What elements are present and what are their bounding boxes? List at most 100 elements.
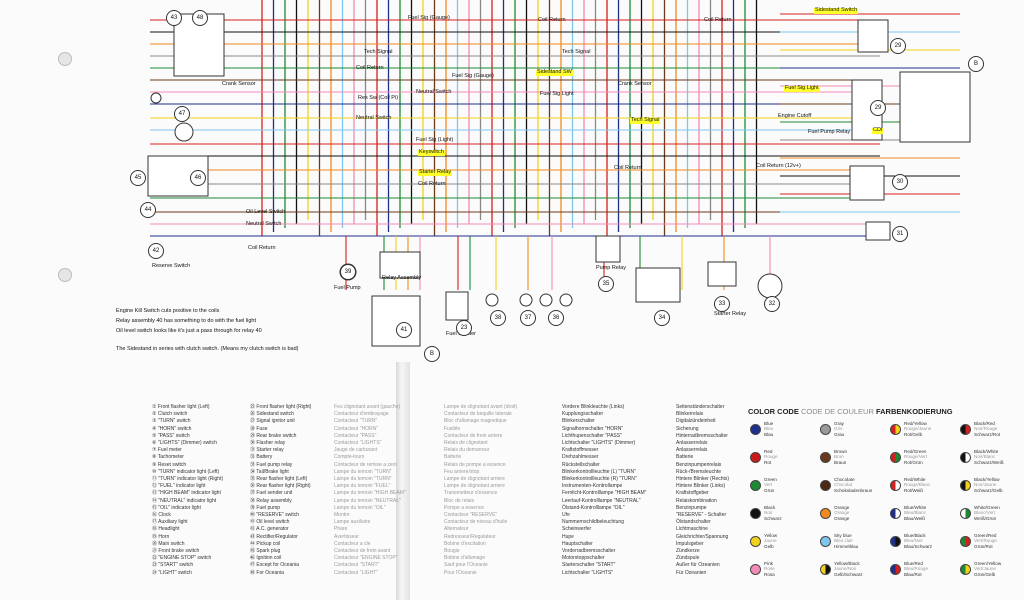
legend-item: Pour l'Oceanie — [444, 569, 477, 576]
color-swatch — [890, 536, 901, 547]
color-swatch-label: Blau/Rot — [904, 571, 922, 577]
color-swatch-label: Schwarz/Rot — [974, 431, 1001, 437]
legend-item: Relais de clignotant — [444, 440, 488, 447]
legend-item: Avertisseur — [334, 533, 359, 540]
legend-item: Anlasserrelais — [676, 447, 708, 454]
color-swatch-label: Jaune — [764, 538, 777, 544]
component-number: 46 — [190, 170, 206, 186]
color-swatch-label: Black/Red — [974, 421, 995, 426]
color-swatch — [890, 452, 901, 463]
component-number: 41 — [396, 322, 412, 338]
color-swatch-label: Green/Red — [974, 533, 997, 538]
legend-item: Gleichrichter/Spannung — [676, 533, 729, 540]
legend-item: Außer für Ozeanien — [676, 562, 720, 569]
color-swatch-label: Blue/Black — [904, 533, 926, 538]
color-swatch-label: Braun — [834, 459, 847, 465]
wire-label: Relay Assembly — [382, 275, 422, 281]
color-swatch-label: Grün/Gelb — [974, 571, 996, 577]
color-swatch-label: Grün/Rot — [974, 543, 993, 549]
legend-item: ⑤ "PASS" switch — [152, 432, 190, 439]
color-swatch-label: Rose — [764, 566, 775, 572]
legend-item: ㉞ Tail/Brake light — [250, 468, 289, 475]
legend-item: Transmetteur d'essence — [444, 490, 498, 497]
legend-item: Lampe de clignotant arriere — [444, 476, 505, 483]
legend-item: ㉓ "START" switch — [152, 562, 194, 569]
color-swatch-label: Schwarz — [764, 515, 782, 521]
color-swatch-label: Blue/Red — [904, 561, 923, 566]
color-swatch — [750, 480, 761, 491]
color-swatch — [750, 536, 761, 547]
wire-label: Coil Return — [356, 65, 384, 71]
color-swatch — [820, 564, 831, 575]
legend-item: ㉘ Fuse — [250, 425, 268, 432]
legend-item: Contacteur de remise a zero — [334, 461, 398, 468]
wire-label: Fuel Sig Light — [540, 91, 574, 97]
legend-item: ⑨ Reset switch — [152, 461, 187, 468]
legend-item: Anlasserrelais — [676, 440, 708, 447]
starter-switch — [865, 221, 891, 241]
color-swatch-label: Rosa — [764, 571, 775, 577]
color-swatch-label: Chocolate — [834, 477, 855, 482]
color-swatch-label: Bleu — [764, 426, 774, 432]
legend-item: Hinterradbremsschalter — [676, 432, 728, 439]
battery — [635, 267, 681, 303]
color-swatch-label: Red/White — [904, 477, 926, 482]
connector-block — [857, 19, 889, 53]
legend-item: Hintere Blinker (Links) — [676, 483, 726, 490]
legend-item: ㉕ Front flasher light (Right) — [250, 404, 312, 410]
legend-item: Ölstandschalter — [676, 519, 711, 526]
color-swatch-label: Gray — [834, 421, 844, 426]
legend-item: Relaiskombination — [676, 497, 717, 504]
component-number: 23 — [456, 320, 472, 336]
legend-item: ⑫ "FUEL" indicator light — [152, 483, 206, 490]
color-swatch-label: Black — [764, 505, 776, 510]
legend-item: Ölstand-Kontrolllampe "OIL" — [562, 504, 625, 511]
component-number: 42 — [148, 243, 164, 259]
wire-label-highlighted: Starter Relay — [418, 169, 453, 176]
component-layer — [147, 13, 971, 347]
color-swatch — [820, 452, 831, 463]
legend-item: ㊱ Rear flasher light (Right) — [250, 483, 311, 490]
component-number: 31 — [892, 226, 908, 242]
color-swatch-label: Sky blue — [834, 533, 852, 538]
legend-item: Lichtschalter "LIGHTS" — [562, 569, 614, 576]
wire-label: Neutral Switch — [246, 221, 282, 227]
diagram-note: Engine Kill Switch cuts positive to the … — [116, 308, 220, 314]
component-number: 34 — [654, 310, 670, 326]
legend-item: ㊻ Ignition coil — [250, 555, 282, 562]
color-swatch-label: Noir — [764, 510, 773, 516]
component-number: 48 — [192, 10, 208, 26]
legend-column-en-1: ① Front flasher light (Left)② Clutch swi… — [152, 404, 223, 577]
color-swatch-label: Rouge — [764, 454, 778, 460]
legend-item: ⑪ "TURN" indicator light (Right) — [152, 476, 224, 483]
legend-item: Impulsgeber — [676, 540, 704, 547]
legend-item: ㊵ "RESERVE" switch — [250, 512, 300, 519]
legend-item: ㉒ "ENGINE STOP" switch — [152, 555, 212, 562]
color-swatch — [960, 564, 971, 575]
color-swatch — [960, 480, 971, 491]
legend-item: Hupe — [562, 533, 574, 540]
legend-item: ③ "TURN" switch — [152, 418, 191, 425]
diagram-note: Oil level switch looks like it's just a … — [116, 328, 262, 334]
legend-item: Sauf pour l'Oceanie — [444, 562, 488, 569]
component-number: 43 — [166, 10, 182, 26]
legend-item: ⑱ Headlight — [152, 526, 180, 533]
legend-item: Contacteur de niveau d'huile — [444, 519, 508, 526]
color-code-title: COLOR CODE CODE DE COULEUR FARBENKODIERU… — [748, 407, 953, 416]
color-swatch-label: Vert — [764, 482, 773, 488]
color-swatch-label: Gris — [834, 426, 843, 432]
color-swatch-label: Grün — [764, 487, 775, 493]
component-number: 37 — [520, 310, 536, 326]
legend-item: Lichtschalter "LIGHTS" (Dimmer) — [562, 440, 636, 447]
tail-light — [539, 293, 553, 307]
legend-item: Montre — [334, 512, 350, 519]
relay-assembly — [379, 251, 421, 279]
legend-item: ⑮ "OIL" indicator light — [152, 504, 201, 511]
wire-label-highlighted: CDI — [872, 127, 884, 134]
color-swatch-label: Red/Yellow — [904, 421, 927, 426]
flasher-light — [519, 293, 533, 307]
legend-item: Fusible — [444, 425, 461, 432]
legend-item: Digitalzündeinheit — [676, 418, 716, 425]
legend-item: ⑳ Main switch — [152, 540, 185, 547]
